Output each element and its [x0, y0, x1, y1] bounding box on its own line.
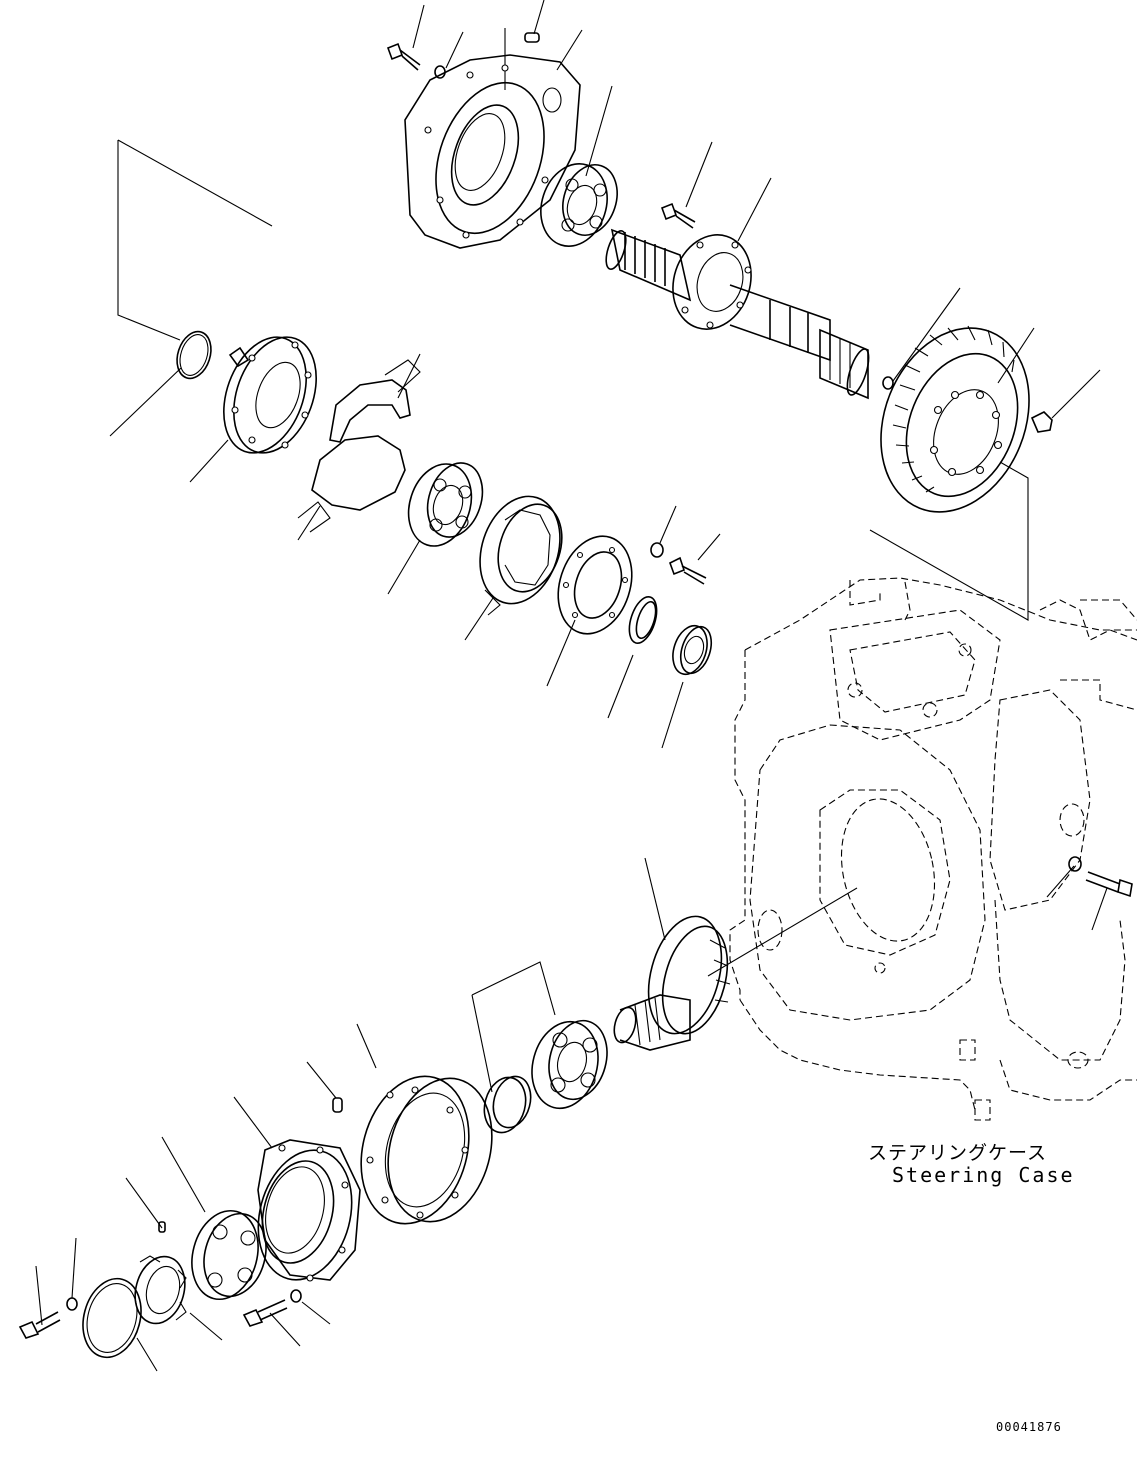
bevel-gear-shaft — [605, 202, 870, 400]
callout-leader-lines — [35, 0, 1108, 1372]
illustration-code: 00041876 — [996, 1420, 1062, 1434]
bearing-cage-lower — [257, 1139, 361, 1282]
upper-cage-cover — [404, 54, 581, 249]
steering-case-label-en: Steering Case — [892, 1163, 1075, 1187]
bearing-middle — [407, 462, 484, 547]
shim-set-left — [297, 359, 421, 533]
cover-plate-middle — [557, 535, 633, 635]
retainer-middle — [479, 495, 563, 616]
bevel-ring-gear — [880, 325, 1053, 513]
bearing-cage-left — [223, 336, 317, 454]
steering-case-label-jp: ステアリングケース — [868, 1142, 1048, 1164]
bearing-small-lower — [158, 1209, 267, 1301]
o-ring-left — [176, 330, 212, 380]
steering-case-outline — [729, 577, 1137, 1121]
end-cover-lower — [82, 1277, 142, 1359]
bolts-lower — [18, 856, 1133, 1339]
small-bolt-top — [386, 32, 540, 79]
bearing-lower — [483, 1019, 608, 1134]
flanged-shaft-hub — [613, 915, 731, 1051]
snap-ring-and-nut — [628, 542, 713, 676]
lock-plate-lower — [134, 1255, 187, 1325]
bearing-upper — [540, 163, 618, 247]
shim-pack-lower — [332, 1075, 493, 1225]
